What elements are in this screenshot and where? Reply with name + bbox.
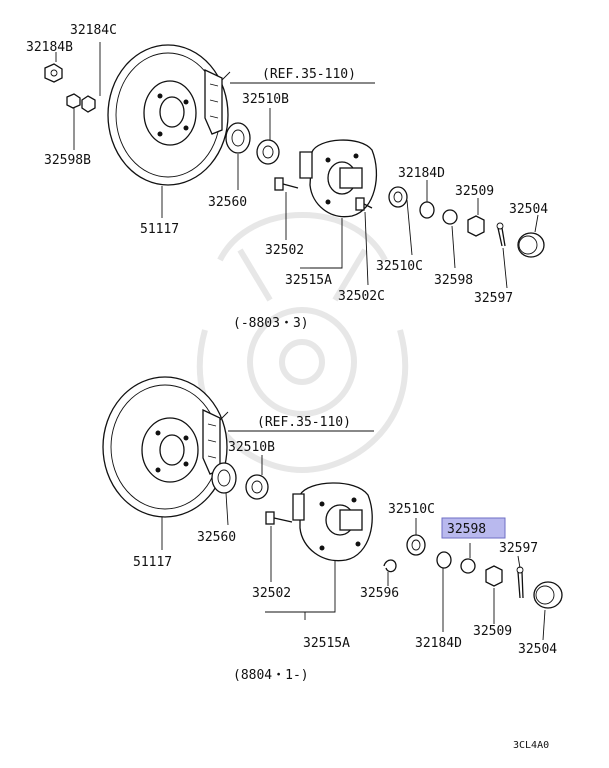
ref-label-top: (REF.35-110)	[262, 67, 356, 82]
label-32504-top: 32504	[509, 202, 548, 217]
hub-bolt-32502C-top	[355, 197, 373, 211]
label-32510C-bottom: 32510C	[388, 502, 435, 517]
label-32504-bottom: 32504	[518, 642, 557, 657]
nut-32184C-top	[81, 95, 96, 113]
label-32184D-bottom: 32184D	[415, 636, 462, 651]
label-32596-bottom: 32596	[360, 586, 399, 601]
range-label-bottom: (8804・1-)	[233, 668, 309, 683]
diagram-code: 3CL4A0	[513, 740, 549, 751]
label-32560-bottom: 32560	[197, 530, 236, 545]
label-32515A-bottom: 32515A	[303, 636, 350, 651]
label-32509-bottom: 32509	[473, 624, 512, 639]
label-51117-bottom: 51117	[133, 555, 172, 570]
label-32598B-top: 32598B	[44, 153, 91, 168]
label-32515A-top: 32515A	[285, 273, 332, 288]
label-32598-bottom: 32598	[447, 522, 486, 537]
label-32510C-top: 32510C	[376, 259, 423, 274]
label-32184B-top: 32184B	[26, 40, 73, 55]
label-32502C-top: 32502C	[338, 289, 385, 304]
oil-seal-32560-bottom	[211, 462, 237, 494]
label-32598-top: 32598	[434, 273, 473, 288]
top-assembly: (REF.35-110) 32184C 32184B 32598B 32510B…	[26, 23, 548, 331]
label-32597-bottom: 32597	[499, 541, 538, 556]
label-32509-top: 32509	[455, 184, 494, 199]
label-32502-top: 32502	[265, 243, 304, 258]
hub-bottom	[292, 482, 373, 562]
top-leader-lines	[55, 42, 539, 289]
label-32510B-bottom: 32510B	[228, 440, 275, 455]
hub-bolt-32502-bottom	[265, 511, 293, 525]
castle-nut-32509-top	[467, 215, 485, 237]
label-32597-top: 32597	[474, 291, 513, 306]
bearing-32510B-bottom	[245, 474, 269, 500]
hub-bolt-32502-top	[274, 177, 299, 191]
bottom-assembly: (REF.35-110) 32510B 32560 51117 32502 32…	[102, 376, 563, 683]
label-32560-top: 32560	[208, 195, 247, 210]
bearing-32510C-top	[388, 186, 408, 208]
ref-label-bottom: (REF.35-110)	[257, 415, 351, 430]
grease-cap-32504-bottom	[533, 581, 563, 609]
clip-32596-bottom	[383, 559, 397, 573]
range-label-top: (-8803・3)	[233, 316, 309, 331]
nut-32184B-top	[44, 63, 63, 83]
washer-32184D-top	[419, 201, 435, 219]
bottom-leader-lines	[161, 411, 546, 641]
label-32502-bottom: 32502	[252, 586, 291, 601]
bearing-32510C-bottom	[406, 534, 426, 556]
bearing-32510B-top	[256, 139, 280, 165]
disc-rotor-bottom	[102, 376, 228, 518]
nut-32598-bottom	[460, 558, 476, 574]
label-51117-top: 51117	[140, 222, 179, 237]
label-32510B-top: 32510B	[242, 92, 289, 107]
washer-32184D-bottom	[436, 551, 452, 569]
nut-32598-top	[442, 209, 458, 225]
nut-32598B-top	[66, 93, 81, 109]
oil-seal-32560-top	[225, 122, 251, 154]
disc-rotor-top	[107, 44, 229, 186]
label-32184D-top: 32184D	[398, 166, 445, 181]
grease-cap-32504-top	[517, 232, 545, 258]
castle-nut-32509-bottom	[485, 565, 503, 587]
cotter-pin-32597-top	[496, 222, 506, 247]
cotter-pin-32597-bottom	[516, 566, 524, 599]
highlight-32598-bottom	[441, 517, 506, 539]
label-32184C-top: 32184C	[70, 23, 117, 38]
